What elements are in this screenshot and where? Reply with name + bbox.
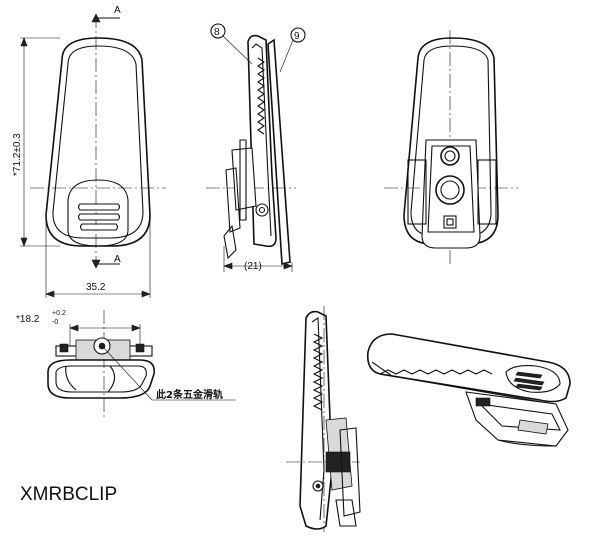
- isometric-view: [366, 333, 571, 447]
- thickness-tol-upper: +0.2: [52, 310, 66, 317]
- balloon-left: 8: [214, 27, 220, 38]
- depth-dimension: (21): [244, 261, 262, 272]
- thickness-dimension: *18.2: [16, 314, 40, 325]
- top-section-view: *18.2 +0.2 -0 此2条五金滑轨: [16, 310, 236, 420]
- height-dimension: *71.2±0.3: [12, 133, 23, 176]
- section-mark-bottom: A: [114, 254, 121, 265]
- side-view: 8 9 (21): [206, 23, 306, 272]
- width-dimension: 35.2: [86, 282, 106, 293]
- front-view: A A *71.2±0.3 35.2: [12, 5, 166, 298]
- rail-annotation: 此2条五金滑轨: [156, 388, 223, 401]
- rear-view: [384, 30, 518, 264]
- section-mark-top: A: [114, 5, 121, 16]
- balloon-right: 9: [294, 31, 300, 42]
- thickness-tol-lower: -0: [52, 319, 58, 326]
- section-aa-view: [286, 306, 361, 532]
- model-label: XMRBCLIP: [20, 484, 117, 505]
